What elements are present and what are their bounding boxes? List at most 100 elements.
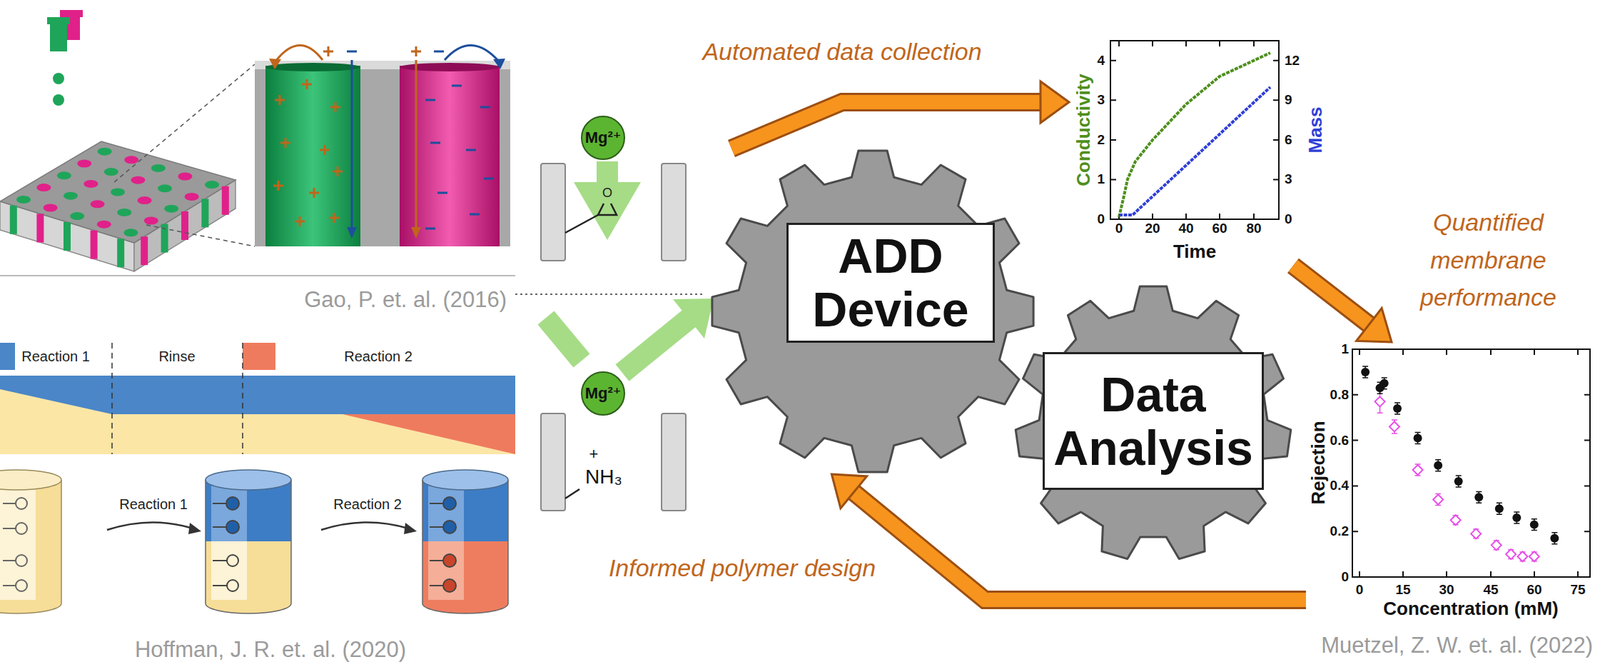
epoxide-group <box>565 203 617 233</box>
phase-label: Rinse <box>158 348 195 365</box>
ion-circle: Mg²⁺ <box>580 370 626 417</box>
data-points <box>1495 503 1504 513</box>
pore-zoom <box>301 79 312 90</box>
pore-cylinder <box>226 520 240 534</box>
reaction-bands <box>0 342 15 370</box>
pore-zoom <box>280 137 291 148</box>
tick-label: 0 <box>1096 211 1105 227</box>
rejection-chart <box>1352 348 1591 577</box>
tick-label: 60 <box>1526 581 1542 598</box>
flow-arrow <box>1040 81 1070 123</box>
pore-cylinder <box>422 469 509 614</box>
surface-rods <box>661 163 686 261</box>
surface-rods <box>661 413 686 511</box>
pore-zoom <box>319 144 330 155</box>
membrane-pores <box>36 213 44 242</box>
conductivity-chart <box>1119 52 1271 217</box>
reaction-bands <box>242 342 276 370</box>
edge-label: Quantified membrane performance <box>1411 203 1566 317</box>
surface-rods <box>540 163 566 261</box>
flow-arrow <box>731 81 1070 149</box>
membrane-pores <box>77 159 92 168</box>
reaction-bands <box>0 388 516 454</box>
pore-zoom <box>346 226 357 239</box>
zoom-lines <box>146 224 255 247</box>
data-points <box>1375 396 1386 407</box>
pore-cylinder <box>211 540 247 600</box>
pore-cylinder <box>212 496 240 591</box>
tick-label: 1 <box>1340 341 1349 357</box>
rejection-chart <box>1352 348 1591 577</box>
pore-zoom <box>323 46 334 57</box>
membrane-pores <box>117 208 132 217</box>
rejection-chart <box>1584 394 1591 531</box>
pore-cylinder <box>226 554 239 566</box>
pore-zoom <box>330 102 341 113</box>
pore-zoom <box>466 149 477 152</box>
exchange-arrows <box>622 316 691 373</box>
pore-cylinder <box>443 553 457 567</box>
pore-cylinder <box>226 579 239 591</box>
membrane-pores <box>144 216 159 225</box>
tick-label: 0 <box>1115 220 1124 237</box>
pore-zoom <box>411 226 422 239</box>
circle-outline <box>581 116 625 160</box>
pore-cylinder <box>429 496 457 592</box>
pore-zoom <box>493 58 506 70</box>
data-points <box>1393 403 1402 413</box>
exchange-arrows <box>545 298 714 373</box>
data-points <box>1529 550 1540 561</box>
edge-label: Automated data collection <box>702 37 982 66</box>
pore-cylinder <box>2 497 28 591</box>
chart-panel: RejectionConcentration (mM) <box>1305 341 1598 621</box>
dotted-separator <box>515 293 706 295</box>
tick-label: 1 <box>1096 171 1105 187</box>
conductivity-chart <box>1119 87 1271 215</box>
pore-cylinder <box>422 479 509 614</box>
phase-label: Reaction 2 <box>343 348 413 365</box>
membrane-pores <box>164 204 179 213</box>
conductivity-chart <box>1119 40 1254 47</box>
pore-cylinder <box>0 479 62 614</box>
epoxide-group <box>598 203 617 215</box>
membrane-pores <box>110 188 125 197</box>
tick-label: 2 <box>1096 132 1105 148</box>
flow-arrow <box>831 473 867 509</box>
membrane-slab <box>0 141 236 243</box>
pore-cylinder <box>443 578 457 592</box>
gear-node: Data Analysis <box>1014 284 1293 563</box>
conductivity-chart <box>1110 40 1279 220</box>
pore-zoom <box>269 58 282 70</box>
pore-zoom <box>480 106 491 109</box>
binding-arrow <box>573 161 641 240</box>
pore-zoom <box>469 213 480 216</box>
tick-label: 0.6 <box>1330 432 1349 449</box>
pore-cylinder <box>428 485 464 541</box>
flow-arrow <box>731 102 1044 149</box>
membrane-pores <box>124 155 139 164</box>
rejection-chart <box>1352 348 1591 577</box>
pore-cylinder <box>429 584 444 586</box>
gear-node: ADD Device <box>710 148 1036 474</box>
pore-zoom <box>254 44 511 247</box>
membrane-pores <box>97 147 113 156</box>
pore-zoom <box>425 85 494 229</box>
data-points <box>1474 492 1483 501</box>
flow-arrow <box>1293 265 1372 327</box>
membrane-pores <box>104 167 119 176</box>
gear-outline <box>712 150 1034 472</box>
pore-cylinder <box>429 525 444 528</box>
atom-label: O <box>602 185 613 201</box>
exchange-arrows <box>672 298 714 339</box>
tick-label: 6 <box>1284 132 1293 148</box>
conductivity-chart <box>1273 60 1279 180</box>
pore-icons <box>52 72 65 85</box>
reaction-arrowheads <box>188 522 417 534</box>
pore-cylinder <box>212 559 227 561</box>
pore-zoom <box>309 187 320 198</box>
zoom-lines <box>114 64 255 247</box>
pore-cylinder <box>15 579 28 591</box>
pore-cylinder <box>212 502 227 504</box>
pore-zoom <box>346 50 357 53</box>
tick-label: 0.4 <box>1330 477 1349 494</box>
